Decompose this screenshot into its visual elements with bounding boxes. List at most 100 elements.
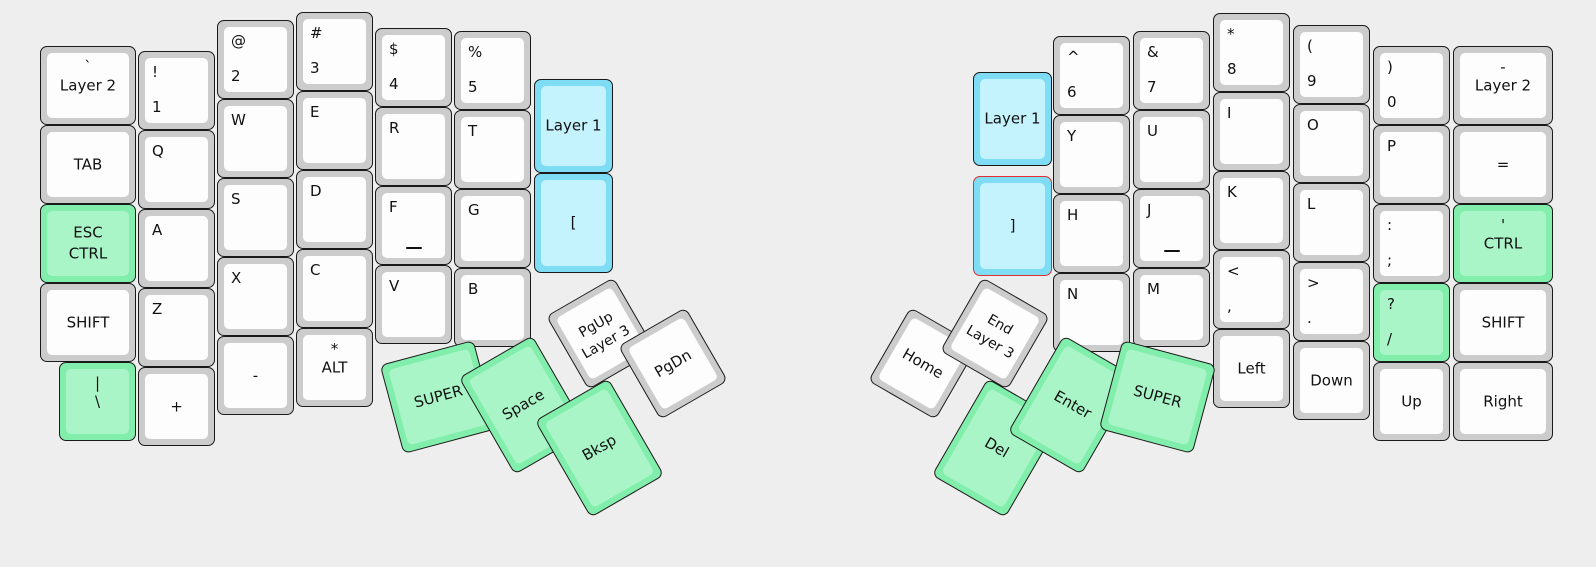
key-l-pipe-backslash[interactable]: |\ bbox=[59, 362, 136, 441]
key-r-7[interactable]: &7 bbox=[1133, 31, 1210, 110]
key-l-q[interactable]: Q bbox=[138, 130, 215, 209]
key-l-star-alt[interactable]: *ALT bbox=[296, 328, 373, 407]
key-l-5[interactable]: %5 bbox=[454, 31, 531, 110]
key-l-b[interactable]: B bbox=[454, 268, 531, 347]
keycap-surface: U bbox=[1140, 117, 1203, 182]
key-legend: Layer 2 bbox=[59, 76, 117, 94]
key-l-a[interactable]: A bbox=[138, 209, 215, 288]
key-legend: ' bbox=[1500, 216, 1506, 234]
key-legend: ` bbox=[84, 58, 92, 76]
key-legend: B bbox=[468, 280, 479, 298]
key-legend: K bbox=[1227, 183, 1237, 201]
key-l-d[interactable]: D bbox=[296, 170, 373, 249]
key-l-c[interactable]: C bbox=[296, 249, 373, 328]
key-r-o[interactable]: O bbox=[1293, 104, 1370, 183]
keycap-surface: Layer 1 bbox=[541, 86, 606, 166]
key-r-quote-ctrl[interactable]: 'CTRL bbox=[1453, 204, 1553, 283]
keycap-surface: `Layer 2 bbox=[47, 53, 129, 118]
key-l-esc-ctrl[interactable]: ESC CTRL bbox=[40, 204, 136, 283]
keycap-surface: )0 bbox=[1380, 53, 1443, 118]
key-l-4[interactable]: $4 bbox=[375, 28, 452, 107]
key-legend: D bbox=[310, 182, 322, 200]
key-legend: Y bbox=[1067, 127, 1077, 145]
key-r-i[interactable]: I bbox=[1213, 92, 1290, 171]
key-legend: G bbox=[468, 201, 480, 219]
key-legend: Bksp bbox=[579, 430, 620, 465]
key-r-shift[interactable]: SHIFT bbox=[1453, 283, 1553, 362]
key-legend: P bbox=[1387, 137, 1397, 155]
key-l-1[interactable]: !1 bbox=[138, 51, 215, 130]
key-legend: J bbox=[1147, 201, 1152, 219]
key-legend: ] bbox=[1009, 216, 1016, 235]
key-legend: 4 bbox=[389, 75, 399, 93]
key-r-super[interactable]: SUPER bbox=[1098, 340, 1217, 454]
key-legend: Up bbox=[1401, 392, 1422, 410]
key-l-z[interactable]: Z bbox=[138, 288, 215, 367]
key-legend: X bbox=[231, 269, 242, 287]
key-l-w[interactable]: W bbox=[217, 99, 294, 178]
keycap-surface: M bbox=[1140, 275, 1203, 340]
key-legend: ) bbox=[1387, 58, 1393, 76]
key-legend: 0 bbox=[1387, 93, 1397, 111]
key-r-h[interactable]: H bbox=[1053, 194, 1130, 273]
keycap-surface: F bbox=[382, 193, 445, 258]
key-r-p[interactable]: P bbox=[1373, 125, 1450, 204]
key-l-f[interactable]: F bbox=[375, 186, 452, 265]
key-r-k[interactable]: K bbox=[1213, 171, 1290, 250]
key-r-comma[interactable]: <, bbox=[1213, 250, 1290, 329]
key-r-8[interactable]: *8 bbox=[1213, 13, 1290, 92]
key-l-g[interactable]: G bbox=[454, 189, 531, 268]
key-l-bracket-left[interactable]: [ bbox=[534, 173, 613, 273]
key-l-3[interactable]: #3 bbox=[296, 12, 373, 91]
key-l-r[interactable]: R bbox=[375, 107, 452, 186]
keycap-surface: Bksp bbox=[544, 387, 655, 509]
key-r-9[interactable]: (9 bbox=[1293, 25, 1370, 104]
key-r-up[interactable]: Up bbox=[1373, 362, 1450, 441]
key-r-0[interactable]: )0 bbox=[1373, 46, 1450, 125]
key-r-u[interactable]: U bbox=[1133, 110, 1210, 189]
keycap-surface: SUPER bbox=[1107, 348, 1208, 446]
key-r-right[interactable]: Right bbox=[1453, 362, 1553, 441]
key-r-m[interactable]: M bbox=[1133, 268, 1210, 347]
key-legend: M bbox=[1147, 280, 1160, 298]
keycap-surface: V bbox=[382, 272, 445, 337]
key-legend: + bbox=[170, 397, 183, 415]
key-r-minus-layer2[interactable]: -Layer 2 bbox=[1453, 46, 1553, 125]
key-l-s[interactable]: S bbox=[217, 178, 294, 257]
key-l-v[interactable]: V bbox=[375, 265, 452, 344]
key-r-slash[interactable]: ?/ bbox=[1373, 283, 1450, 362]
key-r-l[interactable]: L bbox=[1293, 183, 1370, 262]
key-legend: > bbox=[1307, 274, 1320, 292]
keycap-surface: N bbox=[1060, 280, 1123, 345]
key-l-e[interactable]: E bbox=[296, 91, 373, 170]
key-r-y[interactable]: Y bbox=[1053, 115, 1130, 194]
key-legend: * bbox=[1227, 25, 1235, 43]
key-r-j[interactable]: J bbox=[1133, 189, 1210, 268]
key-legend: | bbox=[94, 374, 101, 392]
key-l-plus[interactable]: + bbox=[138, 367, 215, 446]
key-r-period[interactable]: >. bbox=[1293, 262, 1370, 341]
key-legend: SUPER bbox=[1131, 381, 1184, 412]
key-legend: 1 bbox=[152, 98, 162, 116]
keycap-surface: X bbox=[224, 264, 287, 329]
keycap-surface: *ALT bbox=[303, 335, 366, 400]
key-l-shift[interactable]: SHIFT bbox=[40, 283, 136, 362]
key-r-layer1[interactable]: Layer 1 bbox=[973, 72, 1052, 166]
key-legend: S bbox=[231, 190, 241, 208]
key-l-grave-layer2[interactable]: `Layer 2 bbox=[40, 46, 136, 125]
key-legend: N bbox=[1067, 285, 1079, 303]
keycap-surface: J bbox=[1140, 196, 1203, 261]
key-l-layer1[interactable]: Layer 1 bbox=[534, 79, 613, 173]
key-l-minus[interactable]: - bbox=[217, 336, 294, 415]
key-r-bracket-right[interactable]: ] bbox=[973, 176, 1052, 276]
key-l-2[interactable]: @2 bbox=[217, 20, 294, 99]
key-r-6[interactable]: ^6 bbox=[1053, 36, 1130, 115]
key-l-x[interactable]: X bbox=[217, 257, 294, 336]
key-r-left[interactable]: Left bbox=[1213, 329, 1290, 408]
key-r-semicolon[interactable]: :; bbox=[1373, 204, 1450, 283]
key-r-down[interactable]: Down bbox=[1293, 341, 1370, 420]
key-l-tab[interactable]: TAB bbox=[40, 125, 136, 204]
key-legend: I bbox=[1227, 104, 1232, 122]
key-r-equal[interactable]: = bbox=[1453, 125, 1553, 204]
key-l-t[interactable]: T bbox=[454, 110, 531, 189]
